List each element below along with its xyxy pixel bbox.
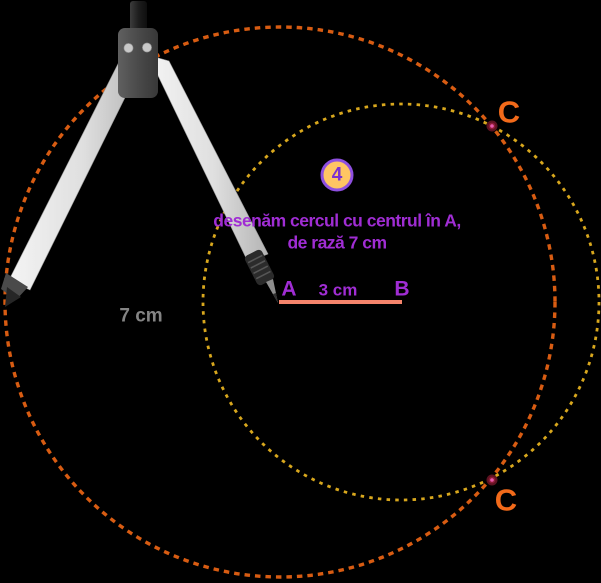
point-c-bottom-label: C — [494, 482, 518, 518]
compass-opening-label: 7 cm — [119, 305, 163, 327]
instruction-line-1: desenăm cercul cu centrul în A, — [213, 210, 461, 231]
step-number: 4 — [331, 164, 343, 185]
point-a-label: A — [281, 277, 297, 301]
intersection-dot-bottom — [486, 474, 498, 486]
compass-head — [118, 28, 158, 98]
compass-screw-right — [142, 42, 152, 53]
circle-center-a — [3, 25, 557, 579]
intersection-dot-top — [486, 120, 498, 132]
point-b-label: B — [394, 277, 410, 301]
step-badge: 4 — [320, 158, 354, 192]
compass-screw-left — [123, 43, 134, 53]
compass-right-leg — [147, 54, 269, 263]
compass-illustration — [1, 1, 278, 307]
compass-pencil-tip — [5, 287, 21, 307]
circle-center-b — [201, 102, 601, 502]
segment-length-label: 3 cm — [318, 280, 358, 300]
compass-needle-tip — [273, 293, 278, 303]
instruction-line-2: de rază 7 cm — [287, 232, 387, 253]
compass-knob — [244, 249, 275, 286]
compass-handle — [130, 1, 147, 35]
point-c-top-label: C — [497, 94, 521, 130]
